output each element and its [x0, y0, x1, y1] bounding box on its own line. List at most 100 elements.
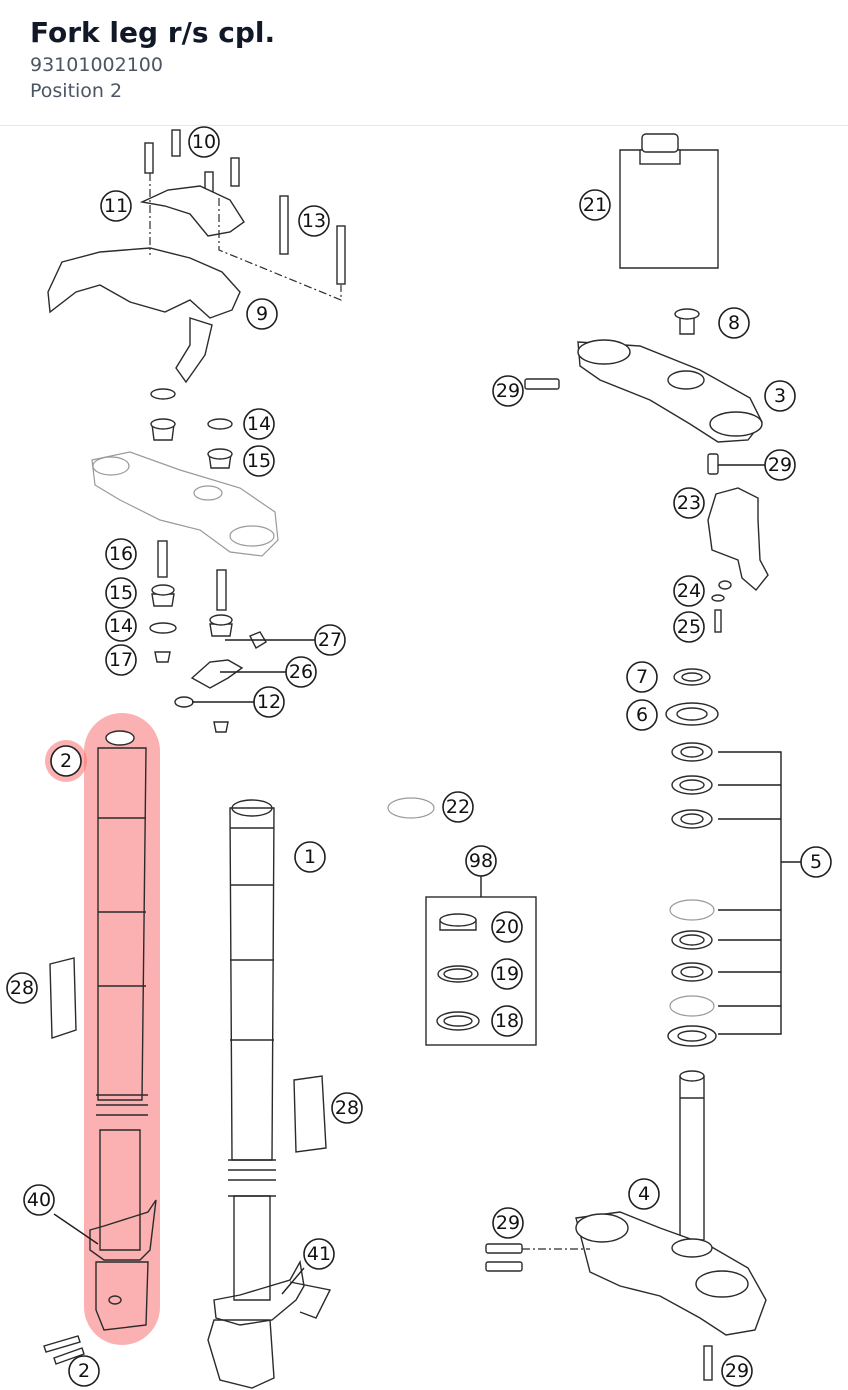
leader-lines	[53, 464, 765, 1295]
callout-9[interactable]: 9	[246, 298, 278, 330]
svg-text:1: 1	[304, 846, 316, 868]
page-header: Fork leg r/s cpl. 93101002100 Position 2	[0, 0, 848, 126]
svg-text:16: 16	[109, 543, 133, 565]
brake-line-guard	[707, 487, 769, 633]
svg-text:27: 27	[318, 629, 342, 651]
svg-text:11: 11	[104, 195, 128, 217]
svg-text:8: 8	[728, 312, 740, 334]
svg-text:2: 2	[60, 750, 72, 772]
callout-29-stem[interactable]: 29	[492, 1207, 524, 1239]
callout-8[interactable]: 8	[718, 307, 750, 339]
steering-stem-clamp	[485, 1070, 767, 1381]
svg-text:18: 18	[495, 1010, 519, 1032]
svg-text:19: 19	[495, 963, 519, 985]
svg-text:25: 25	[677, 616, 701, 638]
svg-text:28: 28	[335, 1097, 359, 1119]
lower-triple-clamp-ghost	[91, 388, 279, 557]
callout-23[interactable]: 23	[673, 487, 705, 519]
callout-2-selected[interactable]: 2	[50, 745, 82, 777]
callout-15-lower[interactable]: 15	[105, 577, 137, 609]
svg-text:7: 7	[636, 666, 648, 688]
svg-text:40: 40	[27, 1189, 51, 1211]
callout-40[interactable]: 40	[23, 1184, 55, 1216]
callout-41[interactable]: 41	[303, 1238, 335, 1270]
callout-13[interactable]: 13	[298, 205, 330, 237]
svg-text:14: 14	[247, 413, 271, 435]
callout-20[interactable]: 20	[491, 911, 523, 943]
svg-text:22: 22	[446, 796, 470, 818]
fork-leg-left	[207, 799, 332, 1389]
svg-text:15: 15	[109, 582, 133, 604]
page-title: Fork leg r/s cpl.	[30, 16, 276, 49]
part-number: 93101002100	[30, 54, 163, 76]
callout-22[interactable]: 22	[442, 791, 474, 823]
callout-labels: 10 11 13 9 21 8 29 3 29 14 15 23 16 15 2…	[6, 126, 832, 1387]
svg-text:24: 24	[677, 580, 701, 602]
callout-18[interactable]: 18	[491, 1005, 523, 1037]
callout-16[interactable]: 16	[105, 538, 137, 570]
svg-text:28: 28	[10, 977, 34, 999]
callout-15-upper[interactable]: 15	[243, 445, 275, 477]
callout-7[interactable]: 7	[626, 661, 658, 693]
svg-text:29: 29	[768, 454, 792, 476]
callout-26[interactable]: 26	[285, 656, 317, 688]
callout-98[interactable]: 98	[465, 845, 497, 877]
callout-29-upper[interactable]: 29	[492, 375, 524, 407]
callout-6[interactable]: 6	[626, 699, 658, 731]
callout-1[interactable]: 1	[294, 841, 326, 873]
svg-text:41: 41	[307, 1243, 331, 1265]
callout-25[interactable]: 25	[673, 611, 705, 643]
callout-21[interactable]: 21	[579, 189, 611, 221]
headset-bearings	[665, 668, 802, 1047]
fork-protector-left	[49, 957, 77, 1039]
svg-text:15: 15	[247, 450, 271, 472]
seal-kit-box	[425, 875, 537, 1046]
callout-17[interactable]: 17	[105, 644, 137, 676]
svg-text:14: 14	[109, 615, 133, 637]
callout-19[interactable]: 19	[491, 958, 523, 990]
callout-12[interactable]: 12	[253, 686, 285, 718]
svg-text:21: 21	[583, 194, 607, 216]
svg-text:29: 29	[496, 1212, 520, 1234]
svg-text:6: 6	[636, 704, 648, 726]
svg-text:2: 2	[78, 1360, 90, 1382]
callout-27[interactable]: 27	[314, 624, 346, 656]
svg-text:5: 5	[810, 851, 822, 873]
callout-14-lower[interactable]: 14	[105, 610, 137, 642]
svg-text:13: 13	[302, 210, 326, 232]
position-label: Position 2	[30, 80, 123, 102]
callout-10[interactable]: 10	[188, 126, 220, 158]
callout-24[interactable]: 24	[673, 575, 705, 607]
oil-can	[619, 133, 719, 269]
callout-28-right[interactable]: 28	[331, 1092, 363, 1124]
callout-4[interactable]: 4	[628, 1178, 660, 1210]
callout-2-screws[interactable]: 2	[68, 1355, 100, 1387]
callout-14-upper[interactable]: 14	[243, 408, 275, 440]
svg-text:20: 20	[495, 916, 519, 938]
svg-text:9: 9	[256, 303, 268, 325]
callout-29-bottom[interactable]: 29	[721, 1355, 753, 1387]
fork-leg-screws	[43, 1335, 85, 1365]
svg-text:29: 29	[725, 1360, 749, 1382]
callout-5[interactable]: 5	[800, 846, 832, 878]
svg-text:29: 29	[496, 380, 520, 402]
top-triple-clamp	[524, 308, 763, 475]
svg-text:4: 4	[638, 1183, 650, 1205]
svg-text:98: 98	[469, 850, 493, 872]
o-ring	[387, 797, 435, 819]
svg-text:3: 3	[774, 385, 786, 407]
svg-text:12: 12	[257, 691, 281, 713]
svg-text:26: 26	[289, 661, 313, 683]
svg-text:17: 17	[109, 649, 133, 671]
svg-text:10: 10	[192, 131, 216, 153]
fork-leg-right-selected	[89, 730, 157, 1331]
svg-text:23: 23	[677, 492, 701, 514]
callout-29-clamp[interactable]: 29	[764, 449, 796, 481]
callout-28-left[interactable]: 28	[6, 972, 38, 1004]
callout-3[interactable]: 3	[764, 380, 796, 412]
callout-11[interactable]: 11	[100, 190, 132, 222]
small-hardware-left	[149, 540, 267, 733]
upper-clamp-assembly	[47, 129, 346, 384]
fork-protector-right	[293, 1075, 327, 1153]
